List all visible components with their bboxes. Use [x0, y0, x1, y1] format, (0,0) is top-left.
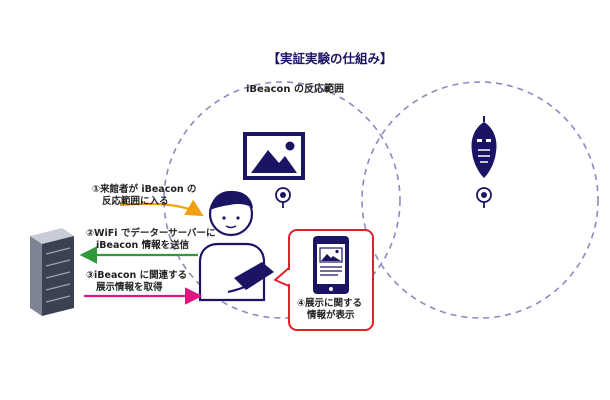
- beacon-icon: [275, 187, 291, 208]
- step-2-line-1: ②WiFi でデーターサーバーに: [86, 228, 216, 239]
- callout-label: ④展示に関する 情報が表示: [297, 298, 367, 322]
- step-3-line-1: ③iBeacon に関連する: [86, 270, 188, 281]
- mask-icon: [471, 116, 497, 178]
- beacon-range-circle-left: [163, 81, 401, 319]
- beacon-range-circle-right: [361, 81, 599, 319]
- step-2-line-2: iBeacon 情報を送信: [96, 240, 190, 251]
- server-icon: [30, 228, 74, 316]
- step-2-label: ②WiFi でデーターサーバーに iBeacon 情報を送信: [86, 228, 216, 252]
- smartphone-icon: [313, 236, 349, 294]
- diagram-title: 【実証実験の仕組み】: [267, 51, 393, 66]
- step-1-line-1: ①来館者が iBeacon の: [92, 184, 197, 195]
- step-3-label: ③iBeacon に関連する 展示情報を取得: [86, 270, 187, 294]
- step-1-label: ①来館者が iBeacon の 反応範囲に入る: [92, 184, 196, 208]
- step-1-line-2: 反応範囲に入る: [102, 196, 169, 207]
- step-3-line-2: 展示情報を取得: [96, 282, 163, 293]
- beacon-icon: [476, 187, 492, 208]
- picture-icon: [243, 132, 305, 180]
- callout-line-1: ④展示に関する: [297, 298, 363, 309]
- tablet-icon: [227, 262, 274, 293]
- callout-line-2: 情報が表示: [307, 310, 355, 321]
- beacon-range-label: iBeacon の反応範囲: [246, 84, 344, 95]
- arrow-step-1: [119, 199, 204, 217]
